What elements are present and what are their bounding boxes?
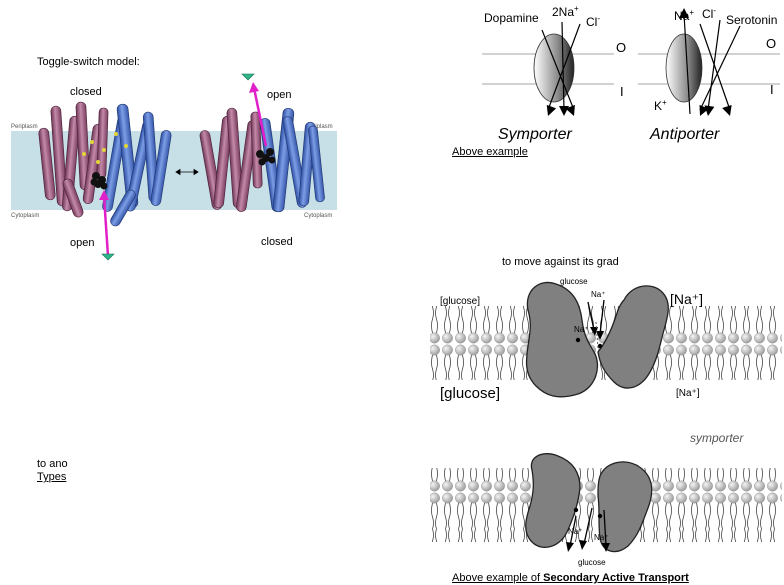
equilibrium-arrow [175,168,199,176]
antiporter-diagram: Na+ Cl- Serotonin K+ O I Antiporter [638,6,780,143]
symporter-italic-label: symporter [690,431,744,445]
right-magenta-arrow [252,87,268,147]
lower-glucose-label: glucose [578,558,606,567]
caption-prefix[interactable]: Above example of [452,572,544,584]
caption-bold[interactable]: Secondary Active Transport [543,572,689,584]
cytoplasm-right-label: Cytoplasm [304,213,332,219]
antiporter-carrier [665,33,703,103]
left-teal-marker [101,253,115,261]
left-magenta-arrow [102,195,110,257]
types-link[interactable]: Types [37,471,67,483]
lower-na-ion-left: Na⁺ [568,527,582,536]
open-bottom-label: open [70,237,94,249]
glucose-large-bottom: [glucose] [440,385,500,402]
move-against-grad-text: to move against its grad [502,256,619,268]
lower-transporter-left-half [525,453,581,548]
lower-transporter-right-half [597,461,653,553]
upper-glucose-label: glucose [560,277,588,286]
upper-membrane: glucose Na⁺ Na⁺ [glucose] [Na⁺] [glucose… [430,277,782,402]
symporter-antiporter-figure: Dopamine 2Na+ Cl- O I Symporter Na+ Cl- … [482,4,780,143]
upper-transporter-right-half [597,285,669,389]
outside-label-left: O [616,40,626,55]
closed-top-label: closed [70,86,102,98]
antiporter-title: Antiporter [649,126,720,143]
periplasm-left-label: Periplasm [11,124,38,130]
lower-membrane: Na⁺ Na⁺ glucose [430,453,782,567]
to-ano-text: to ano [37,458,68,470]
toggle-heading: Toggle-switch model: [37,56,140,68]
cl-label-anti: Cl- [702,6,716,21]
symporter-carrier [533,33,575,103]
cl-label: Cl- [586,14,600,29]
na2-label: 2Na+ [552,4,579,19]
symporter-diagram: Dopamine 2Na+ Cl- O I Symporter [482,4,626,143]
cytoplasm-left-label: Cytoplasm [11,213,39,219]
closed-bottom-label: closed [261,236,293,248]
serotonin-label: Serotonin [726,13,777,27]
dopamine-label: Dopamine [484,11,539,25]
secondary-transport-caption: Above example of Secondary Active Transp… [452,572,689,584]
outside-label-right: O [766,36,776,51]
periplasm-right-label: Periplasm [306,124,333,130]
inside-label-right: I [770,82,774,97]
left-transporter [38,101,172,261]
symporter-title: Symporter [498,126,572,143]
open-top-label: open [267,89,291,101]
lower-na-ion-right: Na⁺ [594,533,608,542]
right-teal-marker [241,73,255,81]
na-large-top: [Na⁺] [670,291,703,307]
na-small-bottom: [Na⁺] [676,388,700,399]
na-label: Na+ [674,8,694,23]
upper-transporter-left-half [525,281,599,398]
k-label: K+ [654,98,667,113]
right-transporter [199,73,325,213]
above-example-link[interactable]: Above example [452,146,528,158]
glucose-small-top: [glucose] [440,296,480,307]
upper-na-bound-label: Na⁺ [574,325,588,334]
toggle-switch-figure: Periplasm Cytoplasm Periplasm Cytoplasm [11,73,337,261]
inside-label-left: I [620,84,624,99]
upper-na-ion-label: Na⁺ [591,290,605,299]
cotransport-figure: glucose Na⁺ Na⁺ [glucose] [Na⁺] [glucose… [430,277,782,567]
